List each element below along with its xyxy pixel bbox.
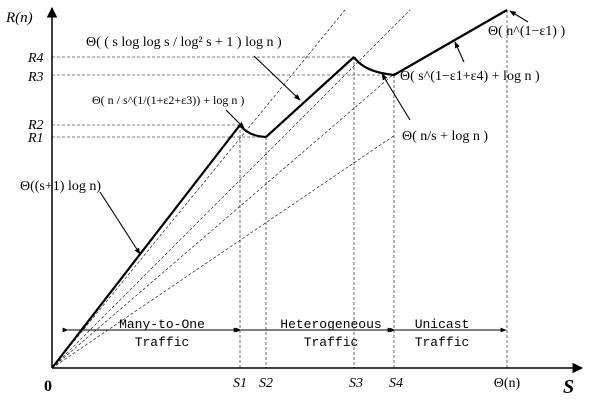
vertical-guides [239,10,508,368]
formula-labels: Θ((s+1) log n) Θ( n / s^(1/(1+ε2+ε3)) + … [20,24,565,194]
formula-f4: Θ( n/s + log n ) [402,129,488,144]
region-label-unicast-l1: Unicast [415,317,470,332]
y-tick-r3: R3 [27,70,44,85]
y-tick-labels: R4 R3 R2 R1 [27,51,44,146]
horizontal-guides [52,56,394,138]
region-label-many-to-one-l1: Many-to-One [119,317,205,332]
y-tick-r4: R4 [27,51,44,66]
pointer-f6 [509,10,529,23]
dashed-reference-lines [51,9,411,369]
pointer-f1 [99,191,141,255]
ref-line-steep [51,9,346,369]
pointer-f5 [454,41,465,63]
region-labels: Many-to-One Traffic Heterogeneous Traffi… [119,317,469,350]
formula-f2: Θ( n / s^(1/(1+ε2+ε3)) + log n ) [92,93,244,107]
ref-line-mid [51,9,411,369]
x-tick-theta-n: Θ(n) [494,376,521,391]
pointer-f3 [253,55,301,101]
formula-f5: Θ( s^(1−ε1+ε4) + log n ) [400,69,540,84]
origin-label: 0 [44,378,52,395]
curve-segment-heterogeneous [265,56,355,138]
pointer-f4 [381,73,411,121]
x-tick-labels: S1 S2 S3 S4 Θ(n) [233,376,521,391]
pointer-f2 [225,109,245,129]
formula-pointers [99,10,529,255]
y-axis-label: R(n) [5,10,33,26]
x-tick-s2: S2 [259,376,273,391]
curve-segment-drop-1 [239,124,267,139]
curve-segment-drop-2 [353,56,395,77]
formula-f6: Θ( n^(1−ε1) ) [488,24,565,39]
ref-line-shallow [51,72,396,369]
curve-segment-unicast [393,9,508,76]
axes [46,6,584,374]
x-tick-s4: S4 [389,376,403,391]
axis-labels: R(n) S 0 [5,10,574,398]
curve-segment-many-to-one [51,124,241,369]
x-axis-label: S [563,376,574,398]
region-label-heterogeneous-l2: Traffic [304,335,359,350]
region-label-many-to-one-l2: Traffic [135,335,190,350]
x-tick-s1: S1 [233,376,247,391]
capacity-curve [51,9,508,369]
x-tick-s3: S3 [349,376,363,391]
formula-f1: Θ((s+1) log n) [20,179,101,194]
y-tick-r1: R1 [27,131,44,146]
region-label-heterogeneous-l1: Heterogeneous [280,317,381,332]
formula-f3: Θ( ( s log log s / log² s + 1 ) log n ) [86,35,282,50]
ref-line-lowest [51,134,396,369]
y-tick-r2: R2 [27,118,44,133]
region-label-unicast-l2: Traffic [415,335,470,350]
